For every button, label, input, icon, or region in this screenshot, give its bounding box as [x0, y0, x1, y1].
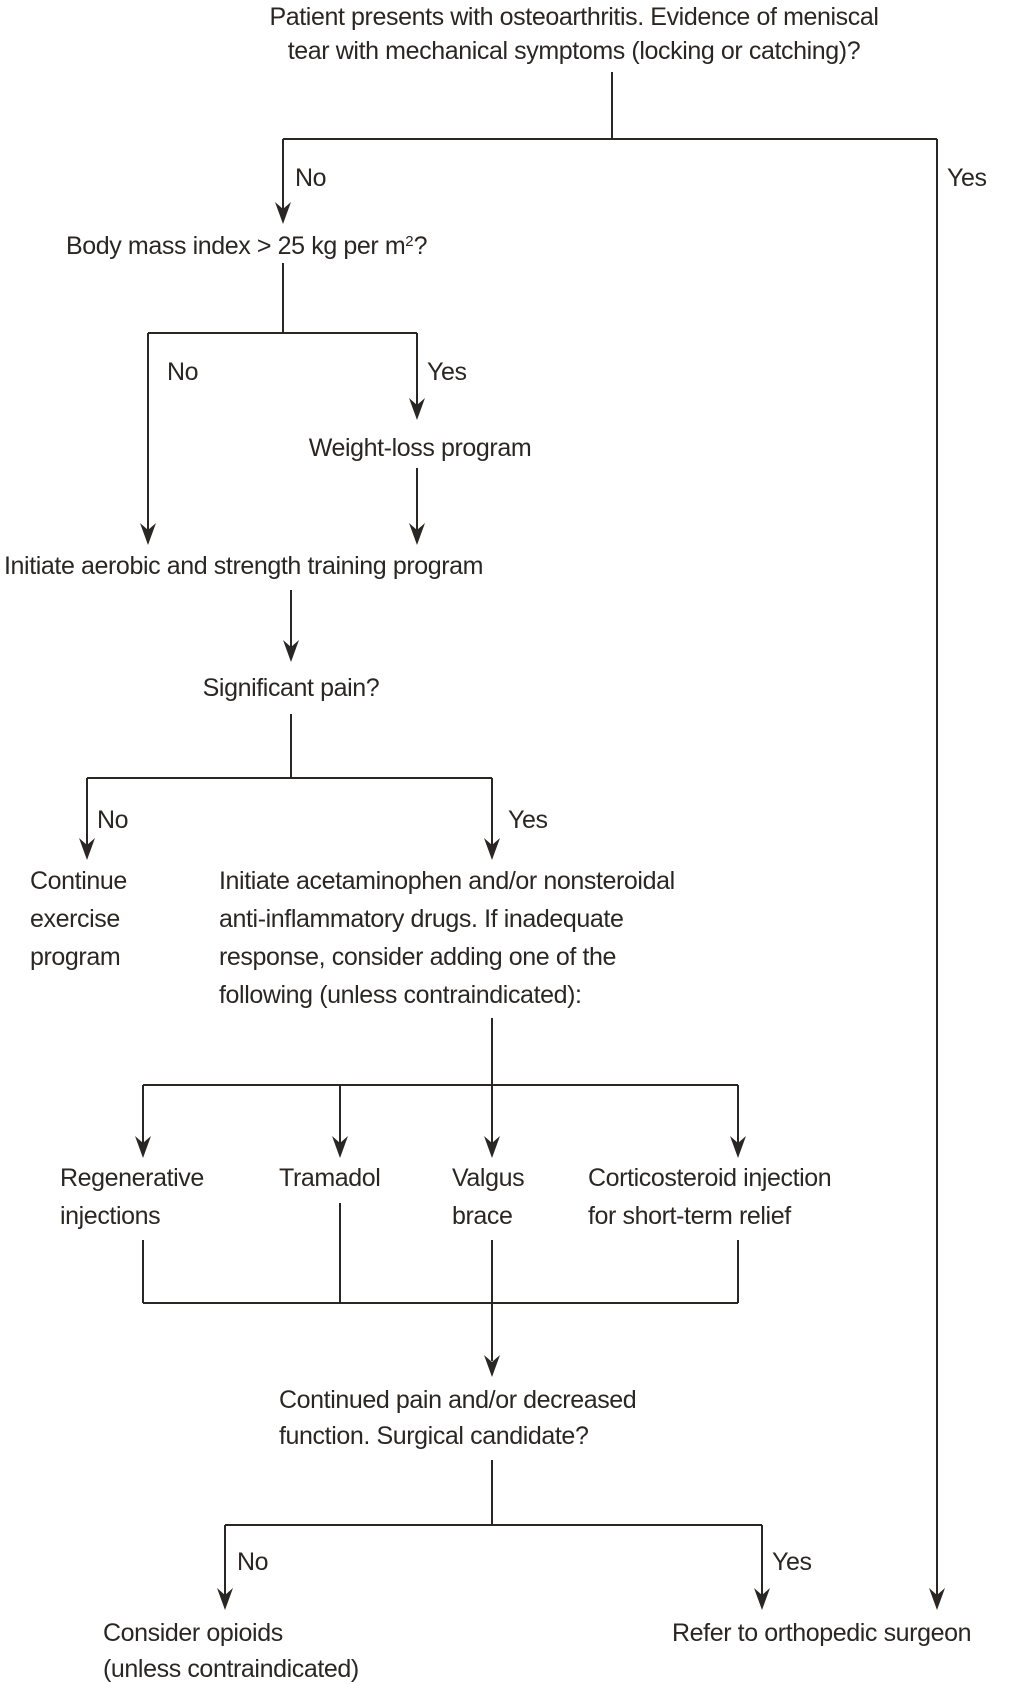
edge-label-surgical-no: No [237, 1548, 269, 1576]
connector-lines [86, 72, 938, 1596]
arrowhead-surgical-yes [754, 1588, 770, 1610]
arrowhead-aerobic [283, 640, 299, 662]
node-continue-exercise: Continue exercise program [30, 862, 127, 976]
regenerative-line2: injections [60, 1202, 161, 1230]
arrowhead-weightloss [409, 523, 425, 545]
node-regenerative-injections: Regenerative injections [60, 1159, 204, 1235]
arrowhead-option3 [484, 1136, 500, 1158]
edge-label-pain-yes: Yes [508, 806, 548, 834]
corticosteroid-line1: Corticosteroid injection [588, 1164, 832, 1192]
continue-exercise-line2: exercise [30, 905, 120, 933]
arrowhead-bmi-yes [409, 398, 425, 420]
edge-label-surgical-yes: Yes [772, 1548, 812, 1576]
arrowhead-merge [484, 1355, 500, 1377]
node-weight-loss: Weight-loss program [308, 434, 532, 462]
node-valgus-brace: Valgus brace [452, 1159, 525, 1235]
node-continued-pain: Continued pain and/or decreased function… [279, 1382, 637, 1454]
analgesics-line2: anti-inflammatory drugs. If inadequate [219, 905, 624, 933]
arrowheads [79, 202, 945, 1610]
continue-exercise-line3: program [30, 943, 121, 971]
continue-exercise-line1: Continue [30, 867, 127, 895]
edge-label-root-no: No [295, 164, 327, 192]
arrowhead-option4 [730, 1136, 746, 1158]
valgus-line2: brace [452, 1202, 513, 1230]
node-consider-opioids: Consider opioids (unless contraindicated… [103, 1615, 359, 1684]
continued-pain-line1: Continued pain and/or decreased [279, 1386, 637, 1414]
root-question-line2: tear with mechanical symptoms (locking o… [287, 37, 861, 65]
bmi-question-text: Body mass index > 25 kg per m [66, 232, 406, 260]
node-bmi-question: Body mass index > 25 kg per m2? [66, 232, 428, 261]
bmi-superscript: 2 [405, 233, 414, 250]
root-question-line1: Patient presents with osteoarthritis. Ev… [269, 3, 879, 31]
opioids-line1: Consider opioids [103, 1619, 283, 1647]
analgesics-line3: response, consider adding one of the [219, 943, 617, 971]
node-corticosteroid-injection: Corticosteroid injection for short-term … [588, 1159, 832, 1235]
node-root-question: Patient presents with osteoarthritis. Ev… [244, 0, 904, 68]
node-aerobic-program: Initiate aerobic and strength training p… [4, 552, 484, 580]
valgus-line1: Valgus [452, 1164, 525, 1192]
edge-label-pain-no: No [97, 806, 129, 834]
opioids-line2: (unless contraindicated) [103, 1655, 359, 1683]
arrowhead-bmi-no [140, 523, 156, 545]
arrowhead-pain-no [79, 838, 95, 860]
arrowhead-option1 [135, 1136, 151, 1158]
arrowhead-pain-yes [484, 838, 500, 860]
corticosteroid-line2: for short-term relief [588, 1202, 791, 1230]
edge-label-root-yes: Yes [947, 164, 987, 192]
arrowhead-root-no [275, 202, 291, 224]
node-tramadol: Tramadol [279, 1164, 381, 1192]
analgesics-line4: following (unless contraindicated): [219, 981, 582, 1009]
regenerative-line1: Regenerative [60, 1164, 204, 1192]
arrowhead-root-yes [929, 1588, 945, 1610]
node-significant-pain: Significant pain? [202, 674, 380, 702]
edge-label-bmi-no: No [167, 358, 199, 386]
arrowhead-option2 [332, 1136, 348, 1158]
analgesics-line1: Initiate acetaminophen and/or nonsteroid… [219, 867, 675, 895]
continued-pain-line2: function. Surgical candidate? [279, 1422, 589, 1450]
edge-label-bmi-yes: Yes [427, 358, 467, 386]
arrowhead-surgical-no [217, 1588, 233, 1610]
bmi-question-mark: ? [413, 232, 428, 260]
node-refer-orthopedic-surgeon: Refer to orthopedic surgeon [672, 1619, 972, 1647]
node-analgesics: Initiate acetaminophen and/or nonsteroid… [219, 862, 675, 1014]
